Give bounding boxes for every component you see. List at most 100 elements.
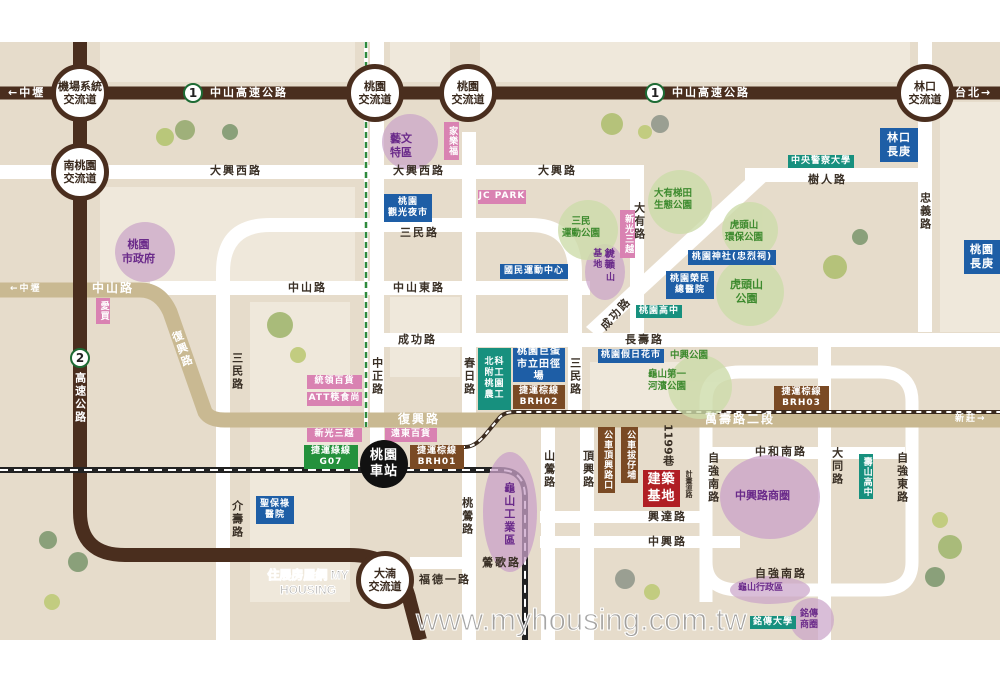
mrt-station-brh02[interactable]: 捷運棕線 BRH02 [513,385,565,409]
tree-icon [852,229,868,245]
tree-icon [615,569,635,589]
poi-taoyuan-high[interactable]: 桃園高中 [636,305,682,318]
tree-icon [39,531,57,549]
zhongzheng-road [370,42,384,472]
poi-st-paul-hospital[interactable]: 聖保祿 醫院 [256,496,294,524]
road-label: 自強南路 [706,452,720,504]
district-admin: 龜山行政區 [738,583,784,593]
tree-icon [651,115,669,133]
poi-linkou-chang-gung[interactable]: 林口 長庚 [880,128,918,162]
highway-1-name: 中山高速公路 [210,86,288,99]
poi-vocational-school[interactable]: 北科 附工 桃園 農工 [478,348,511,410]
highway-1-shield-icon: 1 [645,83,665,103]
road-label: 大興西路 [393,164,445,177]
road-label: 三民路 [230,352,244,391]
poi-sports-center[interactable]: 國民運動中心 [500,264,568,279]
road-label: 春日路 [462,357,476,396]
poi-taoyuan-chang-gung[interactable]: 桃園 長庚 [964,240,1000,274]
industrial-area [483,452,537,572]
poi-police-university[interactable]: 中央警察大學 [788,155,854,168]
road-label: 長壽路 [625,333,664,346]
watermark-logo: 住展房屋網 MY HOUSING [267,568,349,598]
mrt-station-g07[interactable]: 捷運綠線 G07 [304,445,358,469]
direction-west-mid: ←中壢 [10,284,42,294]
tree-icon [638,125,652,139]
mrt-station-brh03[interactable]: 捷運棕線 BRH03 [774,386,829,410]
park-sanmin: 三民 運動公園 [562,216,601,239]
taoyuan-station[interactable]: 桃園 車站 [360,440,408,488]
highway-2-name: 高速公路 [73,372,87,424]
road-label: 桃鶯路 [460,497,474,536]
poi-tonglin[interactable]: 統領百貨 [307,375,362,389]
road-label: 中山路 [288,281,327,294]
road-label: 計畫道路 [685,470,694,498]
tree-icon [68,552,88,572]
poi-aimai[interactable]: 愛買 [96,298,110,324]
mrt-station-brh01[interactable]: 捷運棕線 BRH01 [410,445,464,469]
poi-night-market[interactable]: 桃園 觀光夜市 [384,194,432,222]
interchange-linkou[interactable]: 林口 交流道 [896,64,954,122]
tree-icon [290,347,306,363]
tree-icon [267,312,293,338]
dingxing-road [580,422,594,640]
road-label: 忠義路 [918,192,932,231]
interchange-south-taoyuan[interactable]: 南桃園 交流道 [51,143,109,201]
shanying-road [541,422,555,640]
xingda-road [540,511,710,523]
trees [39,113,962,610]
tree-icon [932,512,948,528]
district-blobs [115,114,834,640]
road-label: 中山東路 [393,281,445,294]
park-zhongxing: 中興公園 [670,350,709,361]
zhonghe-south-road [705,447,905,459]
road-label: 三民路 [400,226,439,239]
zhongxing-commerce-area [720,455,820,539]
poi-veterans-hospital[interactable]: 桃園榮民 總醫院 [666,271,714,299]
district-arts: 藝文 特區 [390,132,412,159]
road-label: 山鶯路 [542,450,556,489]
road-label: 大興路 [538,164,577,177]
bus-stop-dingxing[interactable]: 公車頂興路口 [598,427,615,493]
poi-far-eastern[interactable]: 遠東百貨 [385,428,437,442]
tree-icon [175,120,195,140]
poi-skm-1[interactable]: 新光三越 [620,210,635,258]
highway-1-name: 中山高速公路 [672,86,750,99]
direction-east-top: 台北→ [955,86,993,99]
district-zhongxing-commerce: 中興路商圈 [735,489,790,502]
poi-shoushan-high[interactable]: 壽山高中 [859,454,873,499]
poi-skm-2[interactable]: 新光三越 [307,428,362,442]
highway-1-shield-icon: 1 [183,83,203,103]
tree-icon [938,535,962,559]
tree-icon [823,255,847,279]
interchange-danan[interactable]: 大湳 交流道 [356,551,414,609]
location-map[interactable]: ←中壢 台北→ 1 中山高速公路 1 中山高速公路 2 高速公路 ←中壢 新莊→… [0,42,1000,640]
bus-stop-bazipu[interactable]: 公車拔仔埔 [621,427,638,483]
poi-mcu[interactable]: 銘傳大學 [750,616,796,629]
road-label: 介壽路 [230,500,244,539]
road-label: 福德一路 [419,573,471,586]
road-label: 中興路 [648,535,687,548]
park-hutou-env: 虎頭山 環保公園 [725,220,764,243]
tree-icon [44,594,60,610]
arts-district-area [382,114,438,170]
interchange-taoyuan-2[interactable]: 桃園 交流道 [439,64,497,122]
interchange-taoyuan-1[interactable]: 桃園 交流道 [346,64,404,122]
poi-arena[interactable]: 桃園巨蛋 市立田徑場 [513,346,565,382]
mcu-commerce-area [790,598,834,640]
road-label: 萬壽路二段 [705,412,776,426]
watermark-url: www.myhousing.com.tw [416,602,748,637]
road-label: 1199巷 [661,424,675,466]
park-areas [558,170,784,419]
road-label: 自強南路 [755,567,807,580]
interchange-airport[interactable]: 機場系統 交流道 [51,64,109,122]
construction-site-marker[interactable]: 建築 基地 [643,470,680,507]
district-mcu-commerce: 銘傳 商圈 [800,609,819,631]
poi-carrefour[interactable]: 家樂福 [444,122,459,160]
poi-flower-market[interactable]: 桃園假日花市 [598,349,664,363]
poi-shrine[interactable]: 桃園神社(忠烈祠) [688,250,776,265]
poi-att[interactable]: ATT筷食尚 [307,392,362,406]
tree-icon [644,584,660,600]
poi-jc-park[interactable]: JC PARK [478,190,526,204]
tree-icon [156,128,174,146]
tree-icon [222,124,238,140]
